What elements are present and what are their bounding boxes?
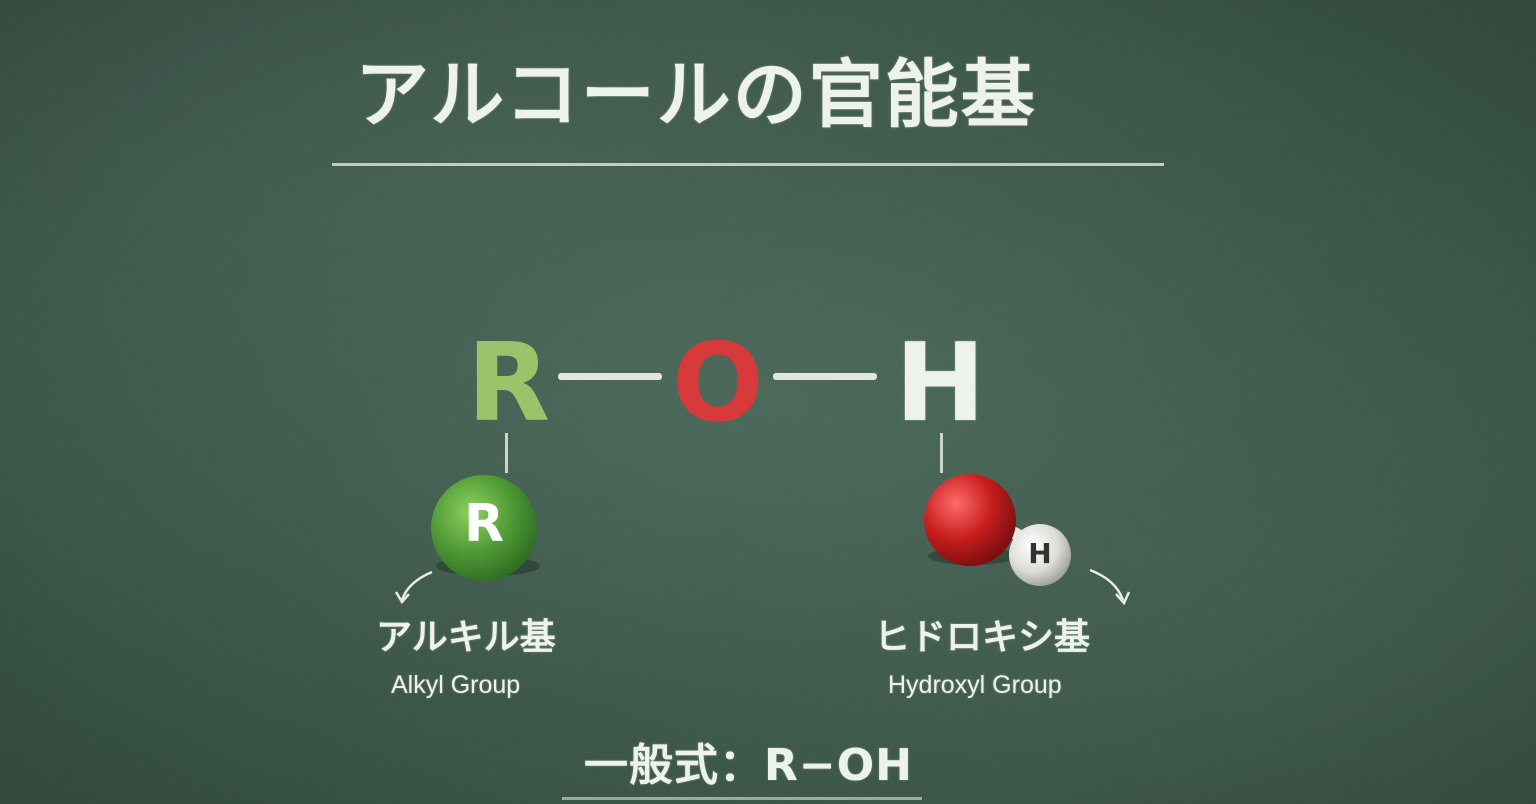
general-formula-underline <box>562 797 922 800</box>
alkyl-ball-label: R <box>463 494 505 554</box>
hydroxyl-arrow-icon <box>1089 568 1125 601</box>
alkyl-arrow-icon <box>400 570 433 601</box>
formula-o: O <box>672 321 764 446</box>
hydrogen-ball <box>1009 524 1071 586</box>
alkyl-label-jp: アルキル基 <box>376 617 556 658</box>
formula-r: R <box>467 321 551 446</box>
hydroxyl-label-jp: ヒドロキシ基 <box>874 617 1091 658</box>
hydrogen-ball-label: H <box>1028 537 1052 570</box>
bond-o-h <box>773 373 877 380</box>
general-formula: 一般式：R−OH <box>584 740 913 791</box>
hydroxyl-connector-line <box>940 433 943 473</box>
bond-r-o <box>558 373 662 380</box>
alkyl-ball <box>431 475 537 581</box>
page-title: アルコールの官能基 <box>355 52 1037 138</box>
formula-h: H <box>895 321 986 446</box>
alkyl-label-en: Alkyl Group <box>391 671 521 699</box>
title-underline <box>332 163 1164 166</box>
oxygen-ball <box>924 474 1016 566</box>
hydroxyl-label-en: Hydroxyl Group <box>888 671 1062 699</box>
alkyl-connector-line <box>505 433 508 473</box>
